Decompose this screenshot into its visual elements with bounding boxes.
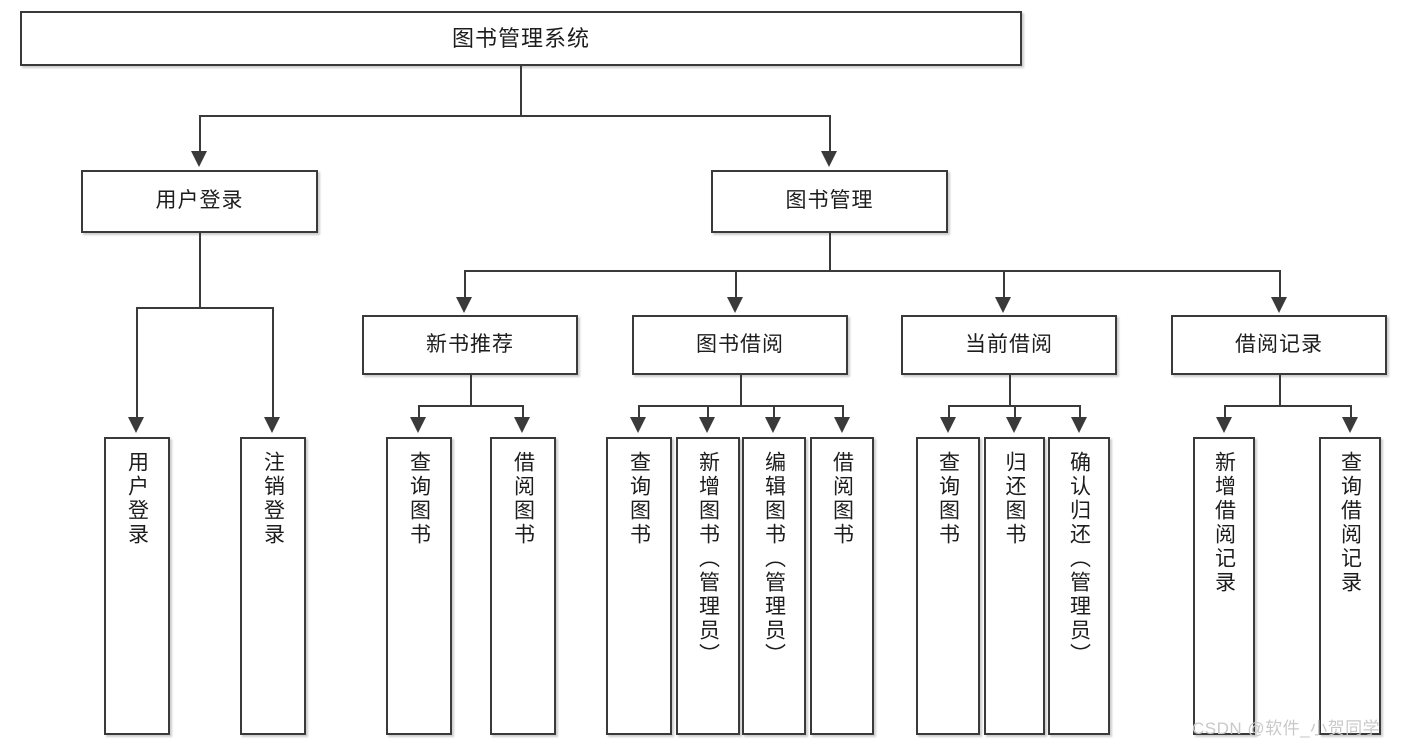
node-label: 确认归还（管理员）	[1067, 451, 1091, 667]
connector-bm-to-book-borrow	[735, 270, 737, 299]
node-leaf-query-book-3[interactable]: 查询图书	[916, 437, 980, 735]
arrowhead-borrow-record	[1271, 297, 1287, 313]
connector-user-login-stem	[199, 233, 201, 307]
node-label: 当前借阅	[965, 332, 1053, 356]
node-label: 借阅图书	[511, 451, 535, 547]
node-label: 新增借阅记录	[1212, 451, 1236, 595]
arrowhead-leaf-query-book-3	[940, 417, 956, 433]
connector-cb-to-leaf-2	[1014, 405, 1016, 419]
connector-book-borrow-stem	[740, 375, 742, 405]
arrowhead-current-borrow	[995, 297, 1011, 313]
node-leaf-add-book[interactable]: 新增图书（管理员）	[676, 437, 740, 735]
connector-root-stem	[520, 66, 522, 115]
connector-bm-to-borrow-record	[1279, 270, 1281, 299]
node-label: 归还图书	[1003, 451, 1026, 547]
node-leaf-query-book-2[interactable]: 查询图书	[606, 437, 672, 735]
connector-current-borrow-stem	[1009, 375, 1011, 405]
node-label: 图书借阅	[696, 332, 784, 356]
connector-bb-to-leaf-4	[842, 405, 844, 419]
node-label: 编辑图书（管理员）	[762, 451, 786, 667]
node-current-borrow[interactable]: 当前借阅	[901, 315, 1117, 375]
arrowhead-leaf-confirm-return	[1071, 417, 1087, 433]
arrowhead-leaf-query-book-2	[630, 417, 646, 433]
connector-book-borrow-bus	[638, 405, 842, 407]
node-leaf-query-book-1[interactable]: 查询图书	[386, 437, 452, 735]
connector-cb-to-leaf-1	[948, 405, 950, 419]
arrowhead-leaf-borrow-book-1	[514, 417, 530, 433]
node-book-management[interactable]: 图书管理	[711, 170, 948, 233]
connector-bm-to-new-book	[464, 270, 466, 299]
connector-user-login-bus	[136, 307, 272, 309]
node-label: 查询图书	[936, 451, 960, 547]
node-label: 新书推荐	[426, 332, 514, 356]
connector-bm-to-current-borrow	[1003, 270, 1005, 299]
connector-br-to-leaf-1	[1224, 405, 1226, 419]
node-label: 用户登录	[155, 189, 244, 213]
arrowhead-leaf-user-logout	[264, 417, 280, 433]
connector-user-login-to-leaf-2	[272, 307, 274, 419]
node-leaf-edit-book[interactable]: 编辑图书（管理员）	[742, 437, 806, 735]
node-leaf-confirm-return[interactable]: 确认归还（管理员）	[1048, 437, 1110, 735]
node-label: 注销登录	[261, 451, 285, 547]
node-label: 用户登录	[125, 451, 149, 547]
node-leaf-return-book[interactable]: 归还图书	[984, 437, 1045, 735]
node-leaf-add-record[interactable]: 新增借阅记录	[1193, 437, 1255, 735]
connector-root-bus	[199, 115, 830, 117]
node-leaf-query-record[interactable]: 查询借阅记录	[1319, 437, 1381, 735]
node-label: 图书管理	[785, 189, 874, 213]
node-label: 借阅图书	[830, 451, 854, 547]
connector-borrow-record-stem	[1279, 375, 1281, 405]
node-label: 新增图书（管理员）	[696, 451, 720, 667]
node-root-system[interactable]: 图书管理系统	[20, 11, 1022, 66]
connector-book-management-bus	[464, 270, 1279, 272]
arrowhead-user-login	[191, 151, 207, 167]
arrowhead-leaf-user-login	[128, 417, 144, 433]
node-label: 查询图书	[407, 451, 431, 547]
node-user-login[interactable]: 用户登录	[81, 170, 318, 233]
node-leaf-borrow-book-2[interactable]: 借阅图书	[810, 437, 874, 735]
connector-book-management-stem	[829, 233, 831, 270]
arrowhead-book-borrow	[727, 297, 743, 313]
arrowhead-leaf-query-book-1	[410, 417, 426, 433]
connector-new-book-stem	[470, 375, 472, 405]
arrowhead-leaf-query-record	[1342, 417, 1358, 433]
arrowhead-leaf-return-book	[1006, 417, 1022, 433]
arrowhead-leaf-add-book	[699, 417, 715, 433]
node-book-borrow[interactable]: 图书借阅	[632, 315, 848, 375]
node-label: 借阅记录	[1235, 332, 1323, 356]
node-borrow-record[interactable]: 借阅记录	[1171, 315, 1387, 375]
arrowhead-leaf-edit-book	[765, 417, 781, 433]
node-label: 查询图书	[627, 451, 651, 547]
connector-current-borrow-bus	[948, 405, 1079, 407]
connector-br-to-leaf-2	[1350, 405, 1352, 419]
connector-borrow-record-bus	[1224, 405, 1350, 407]
connector-bb-to-leaf-2	[707, 405, 709, 419]
connector-root-to-book-management	[829, 115, 831, 153]
arrowhead-new-book-recommend	[456, 297, 472, 313]
connector-cb-to-leaf-3	[1079, 405, 1081, 419]
connector-new-book-bus	[418, 405, 522, 407]
arrowhead-book-management	[821, 151, 837, 167]
node-new-book-recommend[interactable]: 新书推荐	[362, 315, 578, 375]
node-leaf-user-logout[interactable]: 注销登录	[240, 437, 306, 735]
arrowhead-leaf-add-record	[1216, 417, 1232, 433]
node-leaf-user-login[interactable]: 用户登录	[104, 437, 170, 735]
connector-new-book-to-leaf-2	[522, 405, 524, 419]
connector-bb-to-leaf-1	[638, 405, 640, 419]
node-label: 查询借阅记录	[1338, 451, 1362, 595]
arrowhead-leaf-borrow-book-2	[834, 417, 850, 433]
connector-new-book-to-leaf-1	[418, 405, 420, 419]
connector-user-login-to-leaf-1	[136, 307, 138, 419]
node-label: 图书管理系统	[451, 25, 590, 51]
connector-bb-to-leaf-3	[773, 405, 775, 419]
connector-root-to-user-login	[199, 115, 201, 153]
node-leaf-borrow-book-1[interactable]: 借阅图书	[490, 437, 556, 735]
